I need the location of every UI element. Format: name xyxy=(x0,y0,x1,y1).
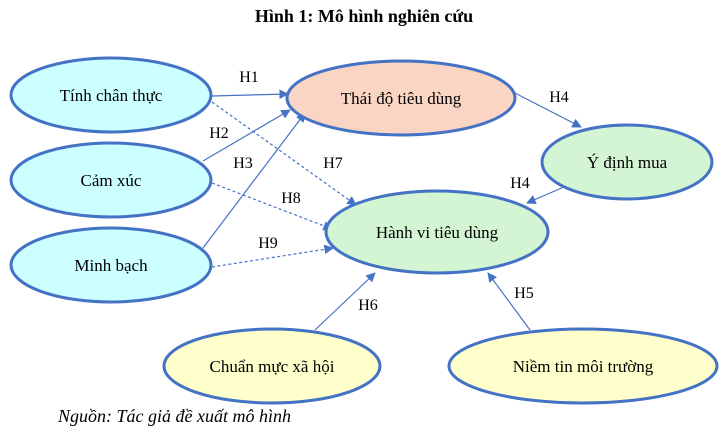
node-thai-do-label: Thái độ tiêu dùng xyxy=(341,89,462,108)
node-cam-xuc: Cảm xúc xyxy=(9,141,213,219)
node-thai-do-tieu-dung: Thái độ tiêu dùng xyxy=(285,59,517,137)
label-h2: H2 xyxy=(209,125,229,142)
arrow-h9 xyxy=(211,244,334,268)
arrows xyxy=(202,89,582,331)
label-h1: H1 xyxy=(239,69,259,86)
figure-title: Hình 1: Mô hình nghiên cứu xyxy=(254,6,474,26)
node-hanh-vi-tieu-dung: Hành vi tiêu dùng xyxy=(324,189,550,275)
label-h5: H5 xyxy=(514,285,534,302)
node-y-dinh-mua: Ý định mua xyxy=(540,123,714,201)
node-chuan-muc-label: Chuẩn mực xã hội xyxy=(210,357,335,376)
node-tinh-chan-thuc-label: Tính chân thực xyxy=(60,86,163,105)
label-h4-bottom: H4 xyxy=(510,175,530,192)
arrow-h4-top xyxy=(512,91,582,128)
arrow-h8 xyxy=(211,182,333,231)
node-cam-xuc-label: Cảm xúc xyxy=(81,171,142,190)
node-minh-bach-label: Minh bạch xyxy=(74,256,148,275)
label-h3: H3 xyxy=(233,155,253,172)
node-niem-tin-moi-truong: Niềm tin môi trường xyxy=(447,327,719,405)
node-minh-bach: Minh bạch xyxy=(9,226,213,304)
arrow-h2 xyxy=(202,109,291,162)
label-h6: H6 xyxy=(358,297,378,314)
figure-source: Nguồn: Tác giả đề xuất mô hình xyxy=(58,406,291,426)
arrow-h5 xyxy=(487,272,531,331)
arrow-h1 xyxy=(211,89,289,100)
label-h9: H9 xyxy=(258,235,278,252)
arrow-h7 xyxy=(211,101,357,206)
node-y-dinh-label: Ý định mua xyxy=(587,153,668,172)
label-h4-top: H4 xyxy=(549,89,569,106)
arrow-h6 xyxy=(314,272,376,331)
arrow-h3 xyxy=(202,112,306,249)
node-niem-tin-label: Niềm tin môi trường xyxy=(513,357,654,376)
node-chuan-muc-xa-hoi: Chuẩn mực xã hội xyxy=(162,327,382,405)
hypothesis-labels: H1 H2 H3 H4 H4 H5 H6 H7 H8 H9 xyxy=(209,69,569,314)
label-h8: H8 xyxy=(281,190,301,207)
node-hanh-vi-label: Hành vi tiêu dùng xyxy=(376,223,499,242)
node-tinh-chan-thuc: Tính chân thực xyxy=(9,56,213,134)
label-h7: H7 xyxy=(323,155,343,172)
